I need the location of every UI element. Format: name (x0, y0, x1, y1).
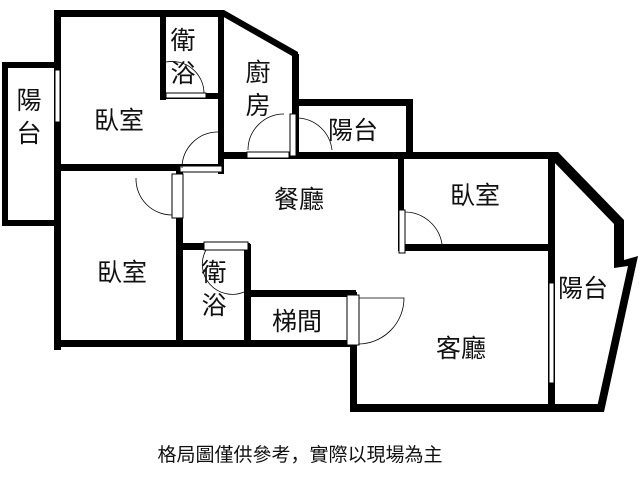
room-label-dining: 餐廳 (274, 185, 325, 214)
door-kitchen-balcony (289, 113, 297, 157)
window-living (548, 282, 555, 384)
room-label-bath-mid: 衛浴 (201, 258, 227, 320)
door-bath-top (165, 92, 207, 99)
door-stairs (346, 294, 360, 346)
room-label-bedroom-top: 臥室 (94, 106, 145, 135)
room-label-kitchen: 廚房 (245, 58, 271, 120)
door-bath-mid (203, 241, 249, 251)
room-label-balcony-left: 陽台 (16, 86, 42, 148)
room-label-stairs: 梯間 (272, 307, 323, 336)
door-bedroom-left (171, 173, 184, 219)
room-label-bath-top: 衛浴 (170, 26, 196, 88)
room-label-living: 客廳 (436, 334, 487, 363)
windows-doors (54, 69, 555, 384)
walls (2, 10, 638, 412)
room-label-bedroom-left: 臥室 (97, 258, 148, 287)
room-label-balcony-top: 陽台 (328, 116, 379, 145)
door-bedroom-top (179, 165, 223, 173)
disclaimer-caption: 格局圖僅供參考，實際以現場為主 (157, 444, 443, 466)
door-kitchen (246, 151, 290, 159)
door-bedroom-right (398, 209, 406, 254)
window-left-balcony (54, 69, 61, 123)
room-label-bedroom-right: 臥室 (450, 181, 501, 210)
room-label-balcony-right: 陽台 (558, 274, 609, 303)
door-swings (135, 61, 443, 345)
